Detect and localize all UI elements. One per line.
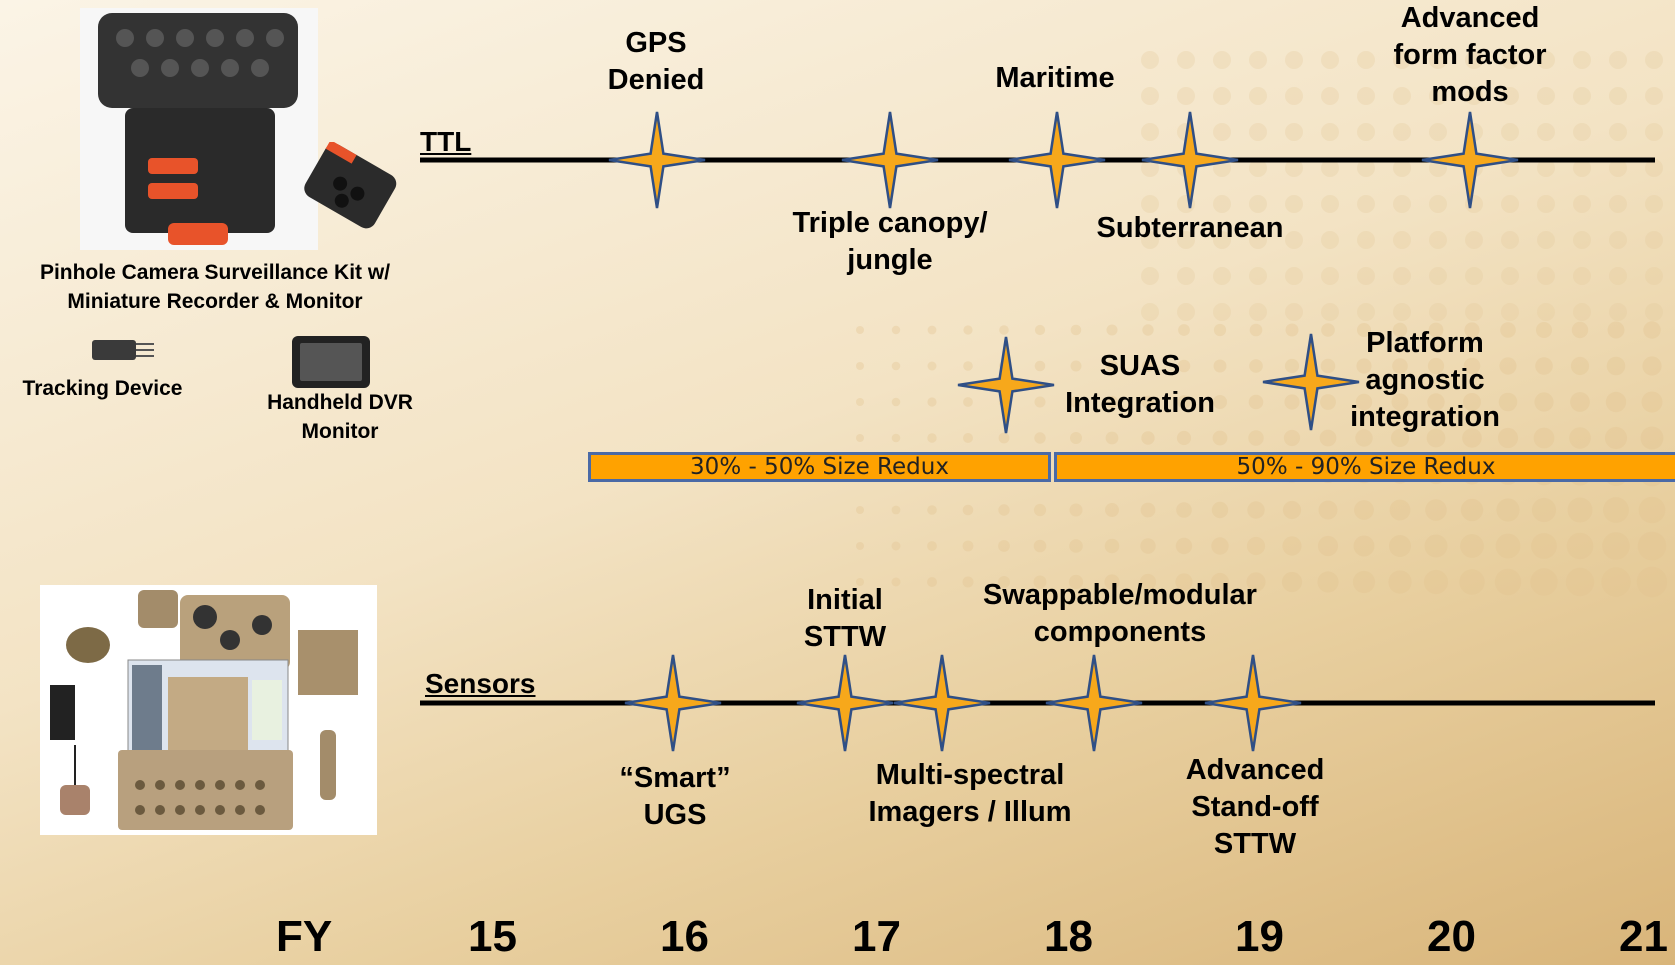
star-gps-denied bbox=[609, 112, 705, 208]
kit-caption: Pinhole Camera Surveillance Kit w/ Minia… bbox=[0, 258, 430, 316]
year-19: 19 bbox=[1235, 912, 1284, 962]
fy-label: FY bbox=[276, 912, 332, 962]
year-16: 16 bbox=[660, 912, 709, 962]
star-multi-spectral bbox=[894, 655, 990, 751]
milestone-swappable-modular: Swappable/modular components bbox=[950, 577, 1290, 651]
star-advanced-standoff bbox=[1205, 655, 1301, 751]
milestone-smart-ugs: “Smart” UGS bbox=[575, 760, 775, 834]
year-15: 15 bbox=[468, 912, 517, 962]
size-redux-bar-1: 30% - 50% Size Redux bbox=[588, 452, 1051, 482]
star-advanced-form-factor bbox=[1422, 112, 1518, 208]
sensors-photo bbox=[40, 585, 377, 835]
size-redux-bar-2: 50% - 90% Size Redux bbox=[1054, 452, 1675, 482]
milestone-platform-agnostic: Platform agnostic integration bbox=[1325, 325, 1525, 436]
dvr-caption: Handheld DVR Monitor bbox=[250, 388, 430, 446]
milestone-triple-canopy: Triple canopy/ jungle bbox=[740, 205, 1040, 279]
star-smart-ugs bbox=[625, 655, 721, 751]
year-17: 17 bbox=[852, 912, 901, 962]
star-subterranean bbox=[1142, 112, 1238, 208]
milestone-advanced-form-factor: Advanced form factor mods bbox=[1350, 0, 1590, 111]
milestone-suas-integration: SUAS Integration bbox=[1040, 348, 1240, 422]
year-18: 18 bbox=[1044, 912, 1093, 962]
milestone-subterranean: Subterranean bbox=[1060, 210, 1320, 247]
milestone-initial-sttw: Initial STTW bbox=[745, 582, 945, 656]
star-swappable-modular bbox=[1046, 655, 1142, 751]
milestone-multi-spectral: Multi-spectral Imagers / Illum bbox=[840, 757, 1100, 831]
milestone-gps-denied: GPS Denied bbox=[556, 25, 756, 99]
milestone-maritime: Maritime bbox=[945, 60, 1165, 97]
dvr-monitor-photo bbox=[290, 334, 372, 390]
ttl-row-title: TTL bbox=[420, 126, 471, 158]
milestone-advanced-standoff: Advanced Stand-off STTW bbox=[1145, 752, 1365, 863]
tracking-device-caption: Tracking Device bbox=[0, 374, 205, 403]
star-maritime bbox=[1009, 112, 1105, 208]
star-triple-canopy bbox=[842, 112, 938, 208]
sensors-row-title: Sensors bbox=[425, 668, 536, 700]
tracking-device-photo bbox=[86, 330, 156, 366]
year-21: 21 bbox=[1619, 912, 1668, 962]
star-initial-sttw bbox=[797, 655, 893, 751]
camera-case-photo bbox=[292, 142, 412, 232]
year-20: 20 bbox=[1427, 912, 1476, 962]
surveillance-kit-photo bbox=[80, 8, 318, 250]
